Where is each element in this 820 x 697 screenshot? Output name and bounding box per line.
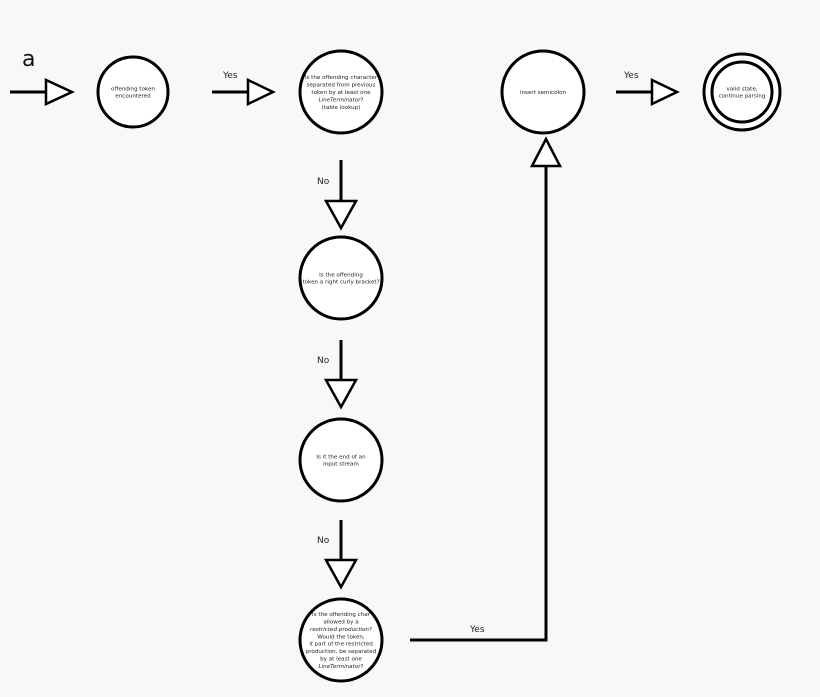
node-text-line: LineTerminator? (319, 97, 364, 103)
edge-label-no: No (317, 177, 330, 187)
node-text-line: separated from previous (307, 83, 376, 89)
edge-curly-to-end-stream: No (317, 340, 359, 410)
edge-separated-to-curly: No (317, 160, 359, 231)
node-text-line: Is the offending char (312, 612, 371, 618)
node-start: offending token encountered (96, 55, 170, 129)
node-text-line: token by at least one (311, 90, 371, 96)
node-text-line: continue parsing (719, 94, 766, 100)
node-text-line: by at least one (320, 657, 362, 663)
node-text-line: Is the offending character (305, 75, 378, 81)
edge-label-yes: Yes (469, 625, 485, 635)
node-text-line: input stream (323, 462, 359, 468)
node-text-line: token a right curly bracket? (302, 280, 379, 286)
node-text-line: (table lookup) (322, 105, 361, 111)
node-text-line: encountered (115, 94, 151, 100)
edge-label-no: No (317, 356, 330, 366)
edge-restricted-to-insert: Yes (410, 136, 563, 642)
edge-insert-to-valid: Yes (616, 71, 680, 106)
entry-arrow (10, 78, 75, 106)
node-separated: Is the offending character separated from… (298, 49, 384, 135)
node-circle (298, 417, 384, 503)
node-restricted: Is the offending char allowed by arestric… (298, 597, 384, 683)
node-text-line: production, be separated (306, 649, 377, 655)
node-inner-circle (710, 60, 774, 124)
node-circle (500, 49, 586, 135)
node-text-line: valid state, (726, 86, 757, 92)
node-circle (298, 597, 384, 683)
node-end-stream: Is it the end of an input stream (298, 417, 384, 503)
node-insert: insert semicolon (500, 49, 586, 135)
node-text-line: LineTerminator? (319, 664, 364, 670)
panel-label: a (22, 47, 35, 72)
node-text-line: Is the offending (319, 272, 363, 278)
node-circle (298, 235, 384, 321)
edge-label-yes: Yes (222, 71, 238, 81)
node-circle (96, 55, 170, 129)
node-text-line: Is it the end of an (316, 454, 366, 460)
node-text-line: if part of the restricted (309, 642, 373, 648)
edge-start-to-separated: Yes (212, 71, 276, 106)
node-curly: Is the offending token a right curly brac… (298, 235, 384, 321)
node-circle (298, 49, 384, 135)
node-valid: valid state, continue parsing (702, 52, 782, 132)
edge-end-stream-to-restricted: No (317, 520, 359, 590)
edge-label-yes: Yes (623, 71, 639, 81)
node-text-line: restricted production? (310, 627, 372, 633)
node-text-line: insert semicolon (520, 90, 567, 96)
edge-label-no: No (317, 536, 330, 546)
node-text-line: offending token (111, 86, 155, 92)
node-text-line: Would the token, (317, 634, 365, 640)
node-text-line: allowed by a (323, 620, 358, 626)
